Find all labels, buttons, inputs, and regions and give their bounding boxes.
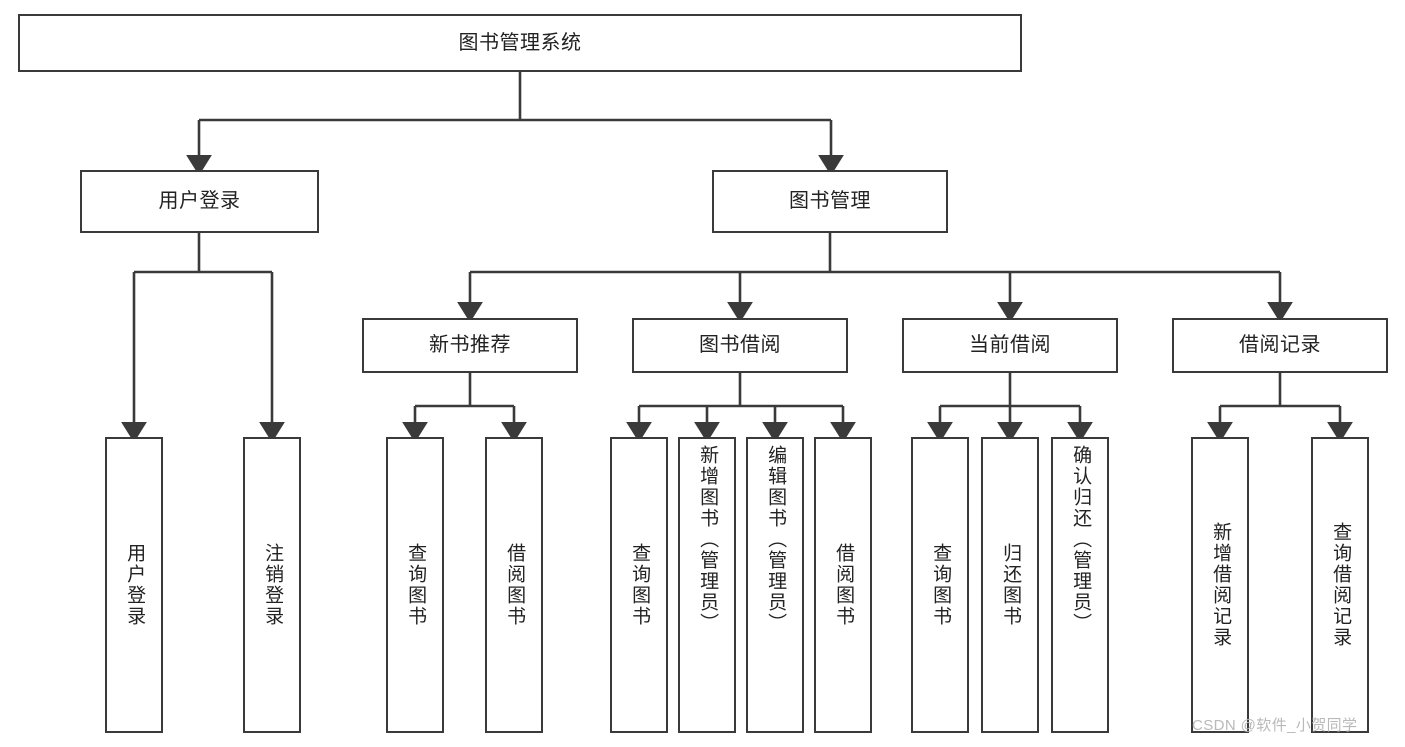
node-leaf-return-book-label: 归还图书 [1000, 543, 1022, 627]
node-leaf-add-book-admin[interactable]: 新增图书（管理员） [678, 437, 736, 733]
node-user-login[interactable]: 用户登录 [80, 170, 319, 233]
node-leaf-edit-book-admin[interactable]: 编辑图书（管理员） [746, 437, 804, 733]
node-user-login-label: 用户登录 [158, 190, 241, 212]
node-current-borrow-label: 当前借阅 [969, 334, 1051, 356]
node-leaf-query-book-1[interactable]: 查询图书 [386, 437, 444, 733]
node-leaf-edit-book-admin-label: 编辑图书（管理员） [765, 445, 787, 634]
node-leaf-borrow-book-2-label: 借阅图书 [833, 543, 855, 627]
node-leaf-return-book[interactable]: 归还图书 [981, 437, 1039, 733]
node-current-borrow[interactable]: 当前借阅 [902, 318, 1118, 373]
node-leaf-borrow-book-2[interactable]: 借阅图书 [814, 437, 872, 733]
node-leaf-add-book-admin-label: 新增图书（管理员） [697, 445, 719, 634]
node-borrow-record[interactable]: 借阅记录 [1172, 318, 1388, 373]
node-leaf-query-book-2[interactable]: 查询图书 [610, 437, 668, 733]
node-book-borrow[interactable]: 图书借阅 [632, 318, 848, 373]
node-leaf-query-book-1-label: 查询图书 [405, 543, 427, 627]
node-leaf-query-book-2-label: 查询图书 [629, 543, 651, 627]
node-leaf-user-login[interactable]: 用户登录 [105, 437, 163, 733]
node-leaf-add-borrow-record-label: 新增借阅记录 [1210, 522, 1232, 648]
node-book-management-label: 图书管理 [789, 190, 871, 212]
node-new-book-recommend[interactable]: 新书推荐 [362, 318, 578, 373]
node-leaf-query-borrow-record-label: 查询借阅记录 [1330, 522, 1352, 648]
node-leaf-logout[interactable]: 注销登录 [243, 437, 301, 733]
node-root[interactable]: 图书管理系统 [18, 14, 1022, 72]
node-leaf-query-book-3-label: 查询图书 [930, 543, 952, 627]
node-leaf-confirm-return-admin[interactable]: 确认归还（管理员） [1051, 437, 1109, 733]
node-leaf-confirm-return-admin-label: 确认归还（管理员） [1070, 445, 1092, 634]
node-leaf-query-book-3[interactable]: 查询图书 [911, 437, 969, 733]
node-book-management[interactable]: 图书管理 [712, 170, 948, 233]
node-leaf-borrow-book-1-label: 借阅图书 [504, 543, 526, 627]
watermark-text: CSDN @软件_小贺同学 [1192, 717, 1358, 734]
node-root-label: 图书管理系统 [458, 31, 582, 54]
node-borrow-record-label: 借阅记录 [1239, 334, 1321, 356]
node-leaf-add-borrow-record[interactable]: 新增借阅记录 [1191, 437, 1249, 733]
node-new-book-recommend-label: 新书推荐 [429, 334, 511, 356]
node-book-borrow-label: 图书借阅 [699, 334, 781, 356]
node-leaf-query-borrow-record[interactable]: 查询借阅记录 [1311, 437, 1369, 733]
node-leaf-logout-label: 注销登录 [262, 543, 284, 627]
node-leaf-borrow-book-1[interactable]: 借阅图书 [485, 437, 543, 733]
node-leaf-user-login-label: 用户登录 [124, 543, 146, 627]
